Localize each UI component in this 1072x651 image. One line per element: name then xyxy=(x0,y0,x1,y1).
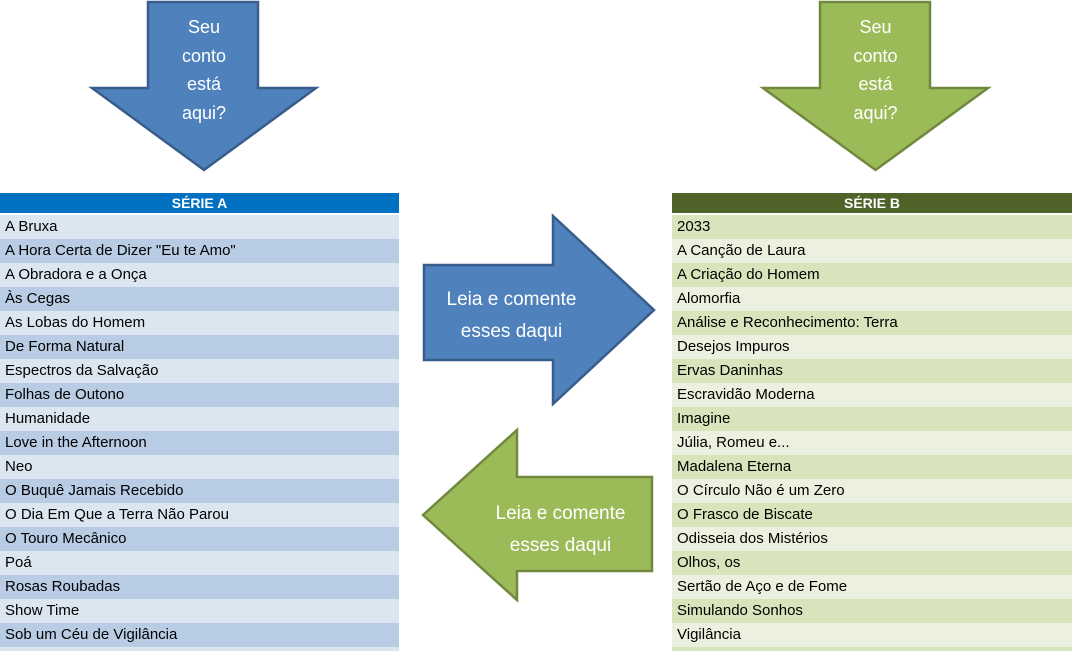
table-row: A Criação do Homem xyxy=(672,263,1072,287)
table-row: Simulando Sonhos xyxy=(672,599,1072,623)
arrow-label-line: está xyxy=(186,74,222,94)
arrow-label-line: Seu xyxy=(859,17,892,37)
arrow-label-line: está xyxy=(858,74,893,94)
table-row: Sob um Céu de Vigilância xyxy=(0,623,399,647)
table-row xyxy=(0,647,399,651)
table-serie-b-header: SÉRIE B xyxy=(672,193,1072,215)
table-row: O Buquê Jamais Recebido xyxy=(0,479,399,503)
table-row: Poá xyxy=(0,551,399,575)
arrow-label-line: esses daqui xyxy=(460,321,563,342)
table-serie-a-header: SÉRIE A xyxy=(0,193,399,215)
table-row: Love in the Afternoon xyxy=(0,431,399,455)
right-arrow-blue-label: Leia e comente esses daqui xyxy=(424,284,599,348)
table-row: Rosas Roubadas xyxy=(0,575,399,599)
table-row xyxy=(672,647,1072,651)
left-arrow-green-label: Leia e comente esses daqui xyxy=(468,498,653,562)
arrow-label-line: aqui? xyxy=(853,102,898,123)
table-row: Imagine xyxy=(672,407,1072,431)
table-row: Às Cegas xyxy=(0,287,399,311)
table-row: Folhas de Outono xyxy=(0,383,399,407)
table-row: O Círculo Não é um Zero xyxy=(672,479,1072,503)
table-row: A Bruxa xyxy=(0,215,399,239)
table-row: Vigilância xyxy=(672,623,1072,647)
table-row: Análise e Reconhecimento: Terra xyxy=(672,311,1072,335)
arrow-label-line: esses daqui xyxy=(509,535,612,556)
table-row: Odisseia dos Mistérios xyxy=(672,527,1072,551)
down-arrow-blue-label: Seu conto está aqui? xyxy=(149,13,259,127)
table-row: O Dia Em Que a Terra Não Parou xyxy=(0,503,399,527)
arrow-label-line: Leia e comente xyxy=(446,289,577,310)
down-arrow-green-label: Seu conto está aqui? xyxy=(820,13,931,127)
table-row: A Obradora e a Onça xyxy=(0,263,399,287)
table-row: As Lobas do Homem xyxy=(0,311,399,335)
table-row: A Hora Certa de Dizer "Eu te Amo" xyxy=(0,239,399,263)
arrow-label-line: conto xyxy=(853,45,898,66)
table-row: Olhos, os xyxy=(672,551,1072,575)
table-row: Neo xyxy=(0,455,399,479)
table-row: Show Time xyxy=(0,599,399,623)
table-row: Júlia, Romeu e... xyxy=(672,431,1072,455)
table-row: O Frasco de Biscate xyxy=(672,503,1072,527)
table-row: Espectros da Salvação xyxy=(0,359,399,383)
table-row: O Touro Mecânico xyxy=(0,527,399,551)
table-row: Escravidão Moderna xyxy=(672,383,1072,407)
table-row: Madalena Eterna xyxy=(672,455,1072,479)
arrow-label-line: conto xyxy=(181,45,227,66)
table-row: 2033 xyxy=(672,215,1072,239)
arrow-label-line: Leia e comente xyxy=(495,503,626,524)
arrow-label-line: aqui? xyxy=(181,102,227,123)
table-row: Humanidade xyxy=(0,407,399,431)
table-row: Alomorfia xyxy=(672,287,1072,311)
table-row: Sertão de Aço e de Fome xyxy=(672,575,1072,599)
arrow-label-line: Seu xyxy=(187,17,221,37)
table-row: A Canção de Laura xyxy=(672,239,1072,263)
table-row: Desejos Impuros xyxy=(672,335,1072,359)
table-row: De Forma Natural xyxy=(0,335,399,359)
table-row: Ervas Daninhas xyxy=(672,359,1072,383)
